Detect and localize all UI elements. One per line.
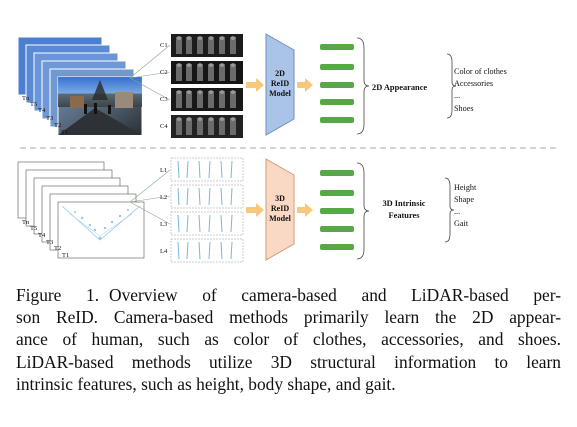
time-labels-bottom: Tn T5 T4 T3 T2 T1 xyxy=(22,219,69,259)
3d-reid-model xyxy=(265,158,295,261)
svg-text:Tn: Tn xyxy=(22,219,30,226)
svg-text:T2: T2 xyxy=(54,245,61,252)
svg-text:L3: L3 xyxy=(160,221,167,228)
lidar-labels: L1 L2 L3 L4 xyxy=(160,167,168,255)
top-output-brace xyxy=(446,53,457,119)
svg-text:L4: L4 xyxy=(160,248,168,255)
svg-text:3D Intrinsic: 3D Intrinsic xyxy=(382,199,425,208)
camera-crops xyxy=(171,34,243,138)
arrow-to-2d-model xyxy=(246,78,264,92)
svg-text:C3: C3 xyxy=(160,96,168,103)
svg-text:Shoes: Shoes xyxy=(454,104,474,113)
svg-text:L1: L1 xyxy=(160,167,167,174)
3d-model-label: 3D ReID Model xyxy=(269,194,292,223)
caption-line-3: ance of human, such as color of clothes,… xyxy=(16,329,561,350)
caption-line-1: Figure 1.Overview of camera-based and Li… xyxy=(16,285,561,305)
figure-label: Figure 1. xyxy=(16,285,100,305)
arrow-from-2d-model xyxy=(297,78,313,92)
caption-line-4: LiDAR-based methods utilize 3D structura… xyxy=(16,351,561,372)
svg-text:Shape: Shape xyxy=(454,195,474,204)
overview-figure: Tn T5 T4 T3 T2 T1 C1 C2 C3 xyxy=(17,33,558,263)
svg-text:Features: Features xyxy=(388,211,420,220)
top-output-label: 2D Appearance xyxy=(372,83,427,92)
lidar-crops xyxy=(170,157,244,263)
svg-text:L2: L2 xyxy=(160,194,167,201)
svg-text:ReID: ReID xyxy=(271,204,289,213)
2d-model-label: 2D ReID Model xyxy=(269,69,292,98)
svg-text:C2: C2 xyxy=(160,69,168,76)
svg-text:T4: T4 xyxy=(38,232,46,239)
camera-labels: C1 C2 C3 C4 xyxy=(160,42,168,130)
top-feature-bars xyxy=(320,44,354,123)
camera-frame-stack xyxy=(17,36,143,136)
svg-text:T1: T1 xyxy=(61,129,68,136)
lidar-connectors xyxy=(129,169,171,225)
svg-text:T1: T1 xyxy=(62,252,69,259)
svg-text:Color of clothes: Color of clothes xyxy=(454,67,507,76)
svg-text:T3: T3 xyxy=(46,115,53,122)
svg-text:Gait: Gait xyxy=(454,219,469,228)
svg-text:T5: T5 xyxy=(30,225,37,232)
caption-line-2: son ReID. Camera-based methods primarily… xyxy=(16,307,561,328)
lidar-frame-stack xyxy=(17,161,145,259)
top-brace xyxy=(356,37,370,135)
svg-text:C1: C1 xyxy=(160,42,168,49)
svg-text:T5: T5 xyxy=(30,101,37,108)
svg-text:3D: 3D xyxy=(275,194,285,203)
svg-text:Model: Model xyxy=(269,214,292,223)
svg-text:Tn: Tn xyxy=(22,95,30,102)
svg-text:T3: T3 xyxy=(46,239,53,246)
svg-text:T2: T2 xyxy=(54,122,61,129)
caption-line-5: intrinsic features, such as height, body… xyxy=(16,373,396,394)
arrow-to-3d-model xyxy=(246,203,264,217)
svg-text:Model: Model xyxy=(269,89,292,98)
svg-text:T4: T4 xyxy=(38,107,46,114)
svg-text:ReID: ReID xyxy=(271,79,289,88)
bottom-feature-list: Height Shape ... Gait xyxy=(454,183,477,228)
2d-reid-model xyxy=(265,33,295,136)
svg-text:2D: 2D xyxy=(275,69,285,78)
svg-text:Accessories: Accessories xyxy=(454,79,493,88)
arrow-from-3d-model xyxy=(297,203,313,217)
bottom-feature-bars xyxy=(320,170,354,250)
top-feature-list: Color of clothes Accessories ... Shoes xyxy=(454,67,507,113)
bottom-output-brace xyxy=(444,177,455,243)
svg-text:C4: C4 xyxy=(160,123,168,130)
lidar-point-cloud xyxy=(61,205,141,241)
svg-text:...: ... xyxy=(454,91,460,100)
bottom-output-label: 3D Intrinsic Features xyxy=(382,199,425,220)
time-labels-top: Tn T5 T4 T3 T2 T1 xyxy=(22,95,68,136)
figure-caption: Figure 1.Overview of camera-based and Li… xyxy=(16,284,561,395)
camera-connectors xyxy=(129,44,171,101)
svg-text:Height: Height xyxy=(454,183,477,192)
svg-text:...: ... xyxy=(454,207,460,216)
bottom-brace xyxy=(356,162,370,260)
